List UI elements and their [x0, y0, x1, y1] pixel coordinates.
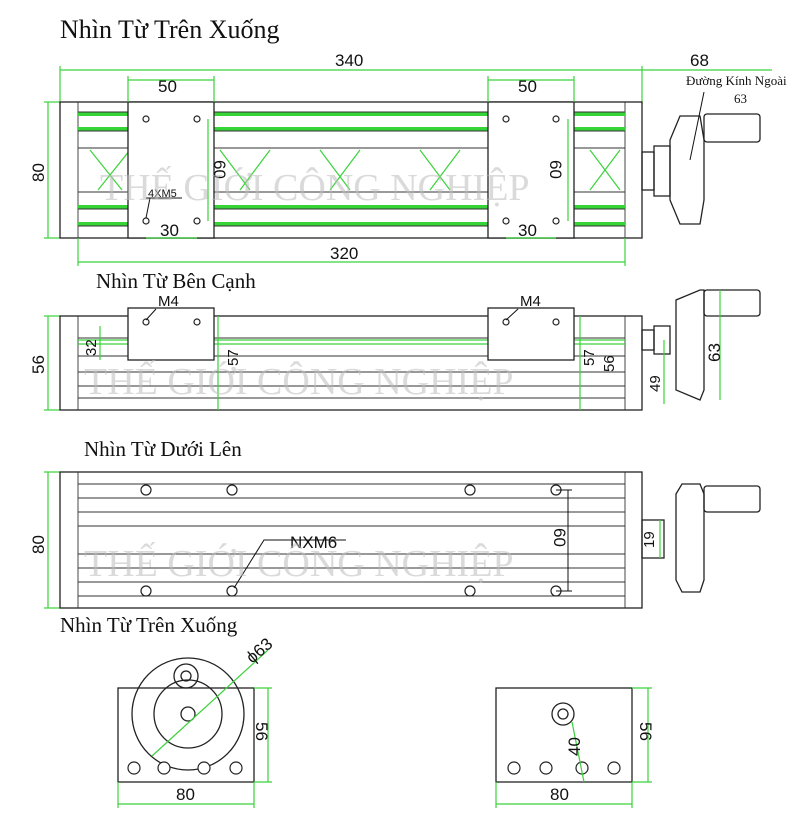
watermark-top: THẾ GIỚI CÔNG NGHIỆP [100, 166, 530, 209]
watermark-bottom: THẾ GIỚI CÔNG NGHIỆP [84, 542, 514, 585]
title-bottom-view: Nhìn Từ Dưới Lên [84, 437, 242, 461]
watermark-side: THẾ GIỚI CÔNG NGHIỆP [84, 360, 514, 403]
dim-end-left-width: 80 [176, 785, 195, 804]
dim-wheel-diameter-end: ϕ63 [242, 634, 276, 667]
dim-hole-spacing-x-right: 30 [518, 221, 537, 240]
dim-total-length: 340 [335, 51, 363, 70]
bottom-view: 80 60 NXM6 19 [29, 471, 761, 609]
dim-width: 80 [29, 163, 48, 182]
hole-callout-bottom: NXM6 [290, 533, 337, 552]
dim-hole-spacing-y-right: 60 [546, 160, 565, 179]
dim-hole-spacing-x-left: 30 [160, 221, 179, 240]
dim-plate-thickness: 32 [83, 339, 100, 356]
dim-side-height: 56 [29, 355, 48, 374]
hole-callout-top: 4XM5 [148, 188, 177, 200]
top-view: 340 68 Đường Kính Ngoài 63 80 [29, 51, 787, 266]
handwheel-side [641, 289, 761, 401]
dim-shaft-height: 49 [647, 375, 664, 392]
handwheel-bottom [641, 483, 761, 593]
dim-plate-width-left: 50 [158, 77, 177, 96]
dim-shaft-center: 40 [565, 737, 584, 756]
dim-wheel-diameter-side: 63 [705, 343, 724, 362]
dim-carriage-height-right: 57 [581, 349, 598, 366]
end-view-right: 40 56 80 [495, 687, 655, 808]
dim-carriage-height-left: 57 [225, 349, 242, 366]
dim-plate-width-right: 50 [518, 77, 537, 96]
outer-diameter-label: Đường Kính Ngoài [686, 73, 787, 88]
outer-diameter-value: 63 [734, 91, 747, 106]
title-end-view: Nhìn Từ Trên Xuống [60, 613, 238, 637]
thread-left: M4 [158, 293, 179, 310]
handwheel-top [641, 113, 761, 225]
dim-bottom-width: 80 [29, 535, 48, 554]
dim-rail-length: 320 [330, 244, 358, 263]
dim-handwheel-length: 68 [690, 51, 709, 70]
dim-end-left-height: 56 [252, 722, 271, 741]
title-side-view: Nhìn Từ Bên Cạnh [96, 269, 256, 293]
dim-end-right-height: 56 [636, 722, 655, 741]
dim-bottom-hole-spacing: 60 [550, 528, 569, 547]
title-top-view: Nhìn Từ Trên Xuống [60, 15, 279, 44]
side-view: 56 M4 32 57 M4 57 56 [29, 289, 761, 411]
dim-shaft-size: 19 [641, 531, 658, 548]
dim-hole-spacing-y-left: 60 [210, 160, 229, 179]
dim-end-height: 56 [601, 355, 618, 372]
end-view-left: ϕ63 56 80 [117, 634, 276, 808]
thread-right: M4 [520, 293, 541, 310]
dim-end-right-width: 80 [550, 785, 569, 804]
